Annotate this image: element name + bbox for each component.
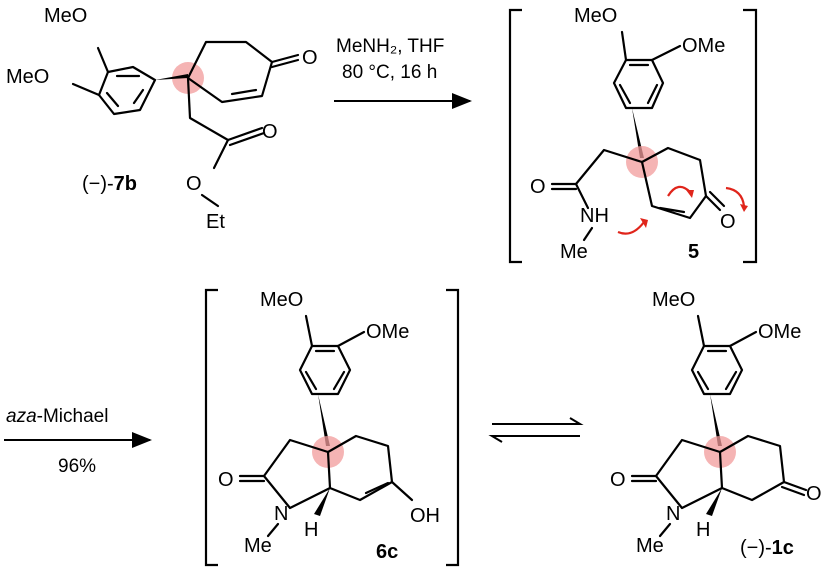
ketone-o: O (806, 483, 822, 505)
n-label: N (666, 503, 680, 525)
ome-label-1: MeO (260, 289, 303, 311)
ketone-o: O (720, 211, 736, 233)
reaction-step-2: aza-Michael 96% (4, 406, 152, 477)
bracket-left (204, 288, 218, 567)
equilibrium-forward (492, 417, 584, 425)
ome-label-2: OMe (682, 35, 725, 57)
ester-o: O (186, 173, 202, 195)
compound-label-5: 5 (688, 241, 699, 263)
ome-label-2: MeO (6, 66, 49, 88)
cyclohexanone-ring (718, 434, 786, 502)
bracket-right (446, 288, 460, 567)
aryl-ring (612, 58, 665, 110)
nh-label: NH (580, 205, 609, 227)
bracket-right (743, 8, 758, 264)
n-methyl: Me (636, 535, 664, 557)
amide-o: O (530, 176, 546, 198)
aryl-ring (97, 65, 157, 116)
enol-oh: OH (410, 505, 440, 527)
curly-arrow-2 (667, 185, 691, 197)
ome-label-2: OMe (366, 321, 409, 343)
n-label: N (274, 503, 288, 525)
conditions-step-1: 80 °C, 16 h (342, 62, 437, 83)
reagents-step-1: MeNH₂, THF (336, 36, 444, 57)
curly-arrow-3 (725, 186, 746, 207)
compound-6c: MeO OMe OH O N Me H 6c (204, 288, 460, 567)
n-methyl: Me (560, 241, 588, 263)
compound-label-7b: (−)-7b (82, 173, 137, 195)
compound-1c: MeO OMe O O N Me H (−)-1c (610, 289, 822, 559)
compound-label-6c: 6c (376, 541, 398, 563)
bracket-left (508, 8, 522, 264)
compound-7b: MeO MeO O O O Et (−)-7b (6, 5, 318, 233)
aryl-ring (690, 344, 744, 396)
ome-label-1: MeO (652, 289, 695, 311)
h-label: H (304, 519, 318, 541)
n-methyl: Me (244, 535, 272, 557)
ome-label-1: MeO (44, 5, 87, 27)
amide-o: O (610, 469, 626, 491)
ester-et: Et (206, 211, 225, 233)
curly-arrow-1 (617, 221, 645, 235)
ome-label-1: MeO (574, 5, 617, 27)
step-2-name: aza-Michael (6, 406, 108, 427)
ome-label-2: OMe (758, 321, 801, 343)
compound-5: MeO OMe O O NH Me 5 (508, 5, 758, 264)
cyclohexene-ring (326, 434, 394, 502)
reaction-step-1: MeNH₂, THF 80 °C, 16 h (334, 36, 472, 109)
equilibrium-reverse (488, 435, 580, 443)
h-label: H (696, 519, 710, 541)
step-2-yield: 96% (58, 456, 96, 477)
amide-o: O (218, 469, 234, 491)
equilibrium-arrows (488, 417, 584, 443)
ester-carbonyl-o: O (262, 121, 278, 143)
ketone-o: O (302, 47, 318, 69)
compound-label-1c: (−)-1c (740, 537, 794, 559)
aryl-ring (298, 344, 352, 396)
